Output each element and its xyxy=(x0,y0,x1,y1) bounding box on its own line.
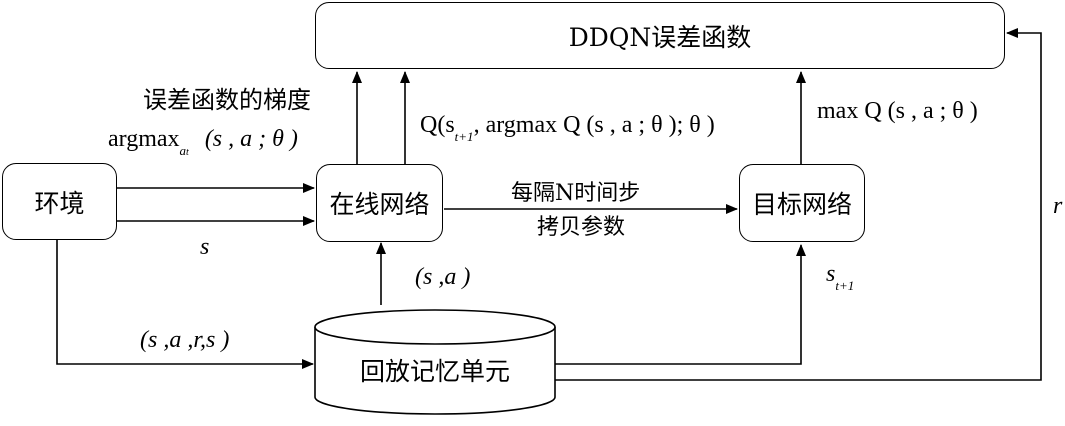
max-q-expression: max Q (s , a ; θ ) xyxy=(817,98,978,124)
transition-label: (s ,a ,r,s ) xyxy=(140,327,230,353)
q-expression-prefix: Q(s xyxy=(420,112,455,138)
environment-label: 环境 xyxy=(34,188,85,218)
arrow-replay-target xyxy=(555,244,806,365)
sample-pair-label: (s ,a ) xyxy=(415,264,471,290)
reward-label: r xyxy=(1053,193,1063,219)
online-network-box: 在线网络 xyxy=(316,164,443,242)
replay-memory-label: 回放记忆单元 xyxy=(359,357,510,386)
copy-params-line1: 每隔N时间步 xyxy=(511,181,641,206)
q-expression-rest: , argmax Q (s , a ; θ ); θ ) xyxy=(473,112,715,138)
target-network-label: 目标网络 xyxy=(751,190,852,219)
target-network-box: 目标网络 xyxy=(739,164,865,242)
arrow-replay-loss-reward xyxy=(555,28,1042,381)
q-expression: Q(st+1, argmax Q (s , a ; θ ); θ ) xyxy=(420,112,715,144)
environment-box: 环境 xyxy=(2,163,117,240)
online-network-label: 在线网络 xyxy=(329,190,430,219)
arrow-env-replay xyxy=(56,240,314,369)
state-label: s xyxy=(200,234,210,260)
ddqn-loss-label: DDQN误差函数 xyxy=(568,22,752,52)
gradient-argmax-expression: argmaxat (s , a ; θ ) xyxy=(108,127,298,158)
copy-params-line2: 拷贝参数 xyxy=(537,215,626,240)
gradient-argmax-sub: at xyxy=(179,143,189,158)
ddqn-loss-box: DDQN误差函数 xyxy=(315,2,1005,69)
gradient-args: (s , a ; θ ) xyxy=(204,126,298,152)
replay-memory-cylinder xyxy=(314,309,556,415)
next-state-label: st+1 xyxy=(826,261,855,293)
gradient-title: 误差函数的梯度 xyxy=(143,86,311,114)
gradient-argmax: argmax xyxy=(108,126,180,152)
